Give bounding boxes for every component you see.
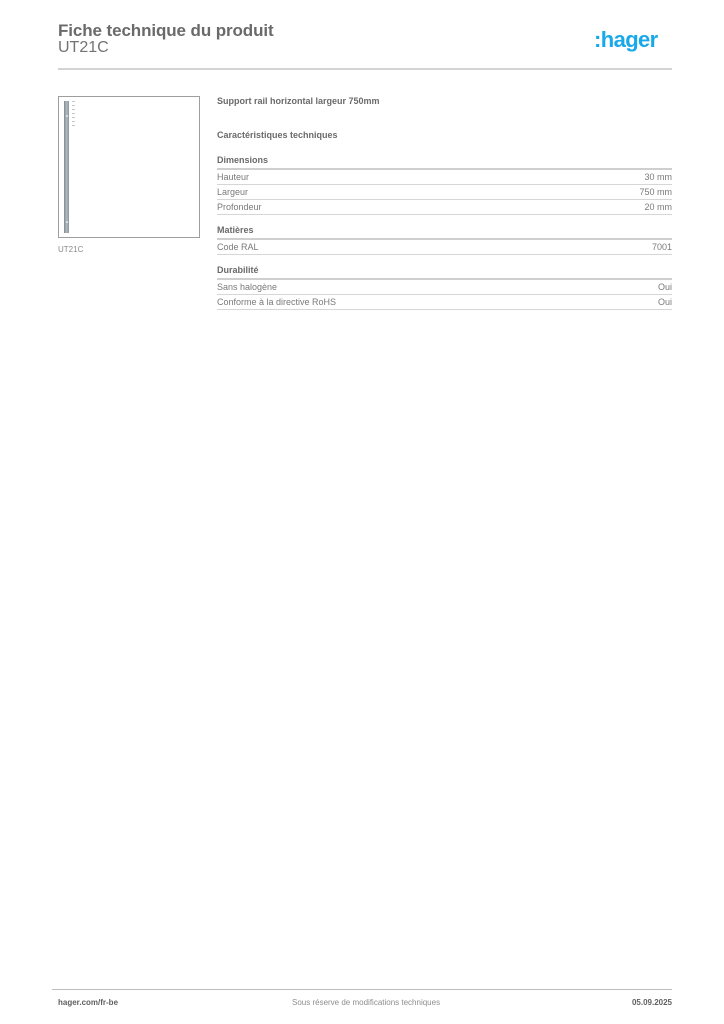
product-image	[58, 96, 200, 238]
spec-value: 750 mm	[639, 187, 672, 197]
spec-label: Code RAL	[217, 242, 259, 252]
spec-label: Sans halogène	[217, 282, 278, 292]
scale-tick	[72, 125, 75, 126]
spec-content: Support rail horizontal largeur 750mm Ca…	[217, 96, 672, 310]
spec-label: Profondeur	[217, 202, 262, 212]
scale-tick	[72, 109, 75, 110]
footer-date: 05.09.2025	[631, 998, 672, 1007]
product-description: Support rail horizontal largeur 750mm	[217, 96, 380, 106]
spec-value: Oui	[657, 297, 672, 307]
spec-label: Largeur	[217, 187, 249, 197]
scale-tick	[72, 117, 75, 118]
spec-group-dimensions: Dimensions Hauteur 30 mm Largeur 750 mm …	[217, 155, 672, 215]
product-code: UT21C	[58, 39, 109, 56]
spec-value: Oui	[657, 282, 672, 292]
spec-row: Profondeur 20 mm	[217, 200, 672, 215]
rail-graphic-icon	[64, 101, 69, 233]
group-title: Dimensions	[217, 155, 672, 170]
footer-website-link[interactable]: hager.com/fr-be	[58, 998, 119, 1007]
scale-tick	[72, 121, 75, 122]
spec-row: Code RAL 7001	[217, 240, 672, 255]
scale-tick	[72, 113, 75, 114]
image-caption: UT21C	[58, 245, 84, 254]
group-title: Durabilité	[217, 265, 672, 280]
spec-row: Hauteur 30 mm	[217, 170, 672, 185]
scale-tick	[72, 101, 75, 102]
spec-label: Conforme à la directive RoHS	[217, 297, 337, 307]
section-title: Caractéristiques techniques	[217, 130, 338, 140]
spec-value: 7001	[651, 242, 672, 252]
spec-group-durability: Durabilité Sans halogène Oui Conforme à …	[217, 265, 672, 310]
header-divider	[58, 68, 672, 70]
spec-label: Hauteur	[217, 172, 250, 182]
rail-hole-icon	[65, 115, 68, 117]
rail-hole-icon	[65, 221, 68, 223]
footer-divider	[52, 989, 672, 990]
spec-row: Conforme à la directive RoHS Oui	[217, 295, 672, 310]
page-title: Fiche technique du produit	[58, 21, 274, 40]
spec-value: 20 mm	[644, 202, 672, 212]
spec-row: Largeur 750 mm	[217, 185, 672, 200]
hager-logo: :hager	[594, 27, 658, 52]
spec-row: Sans halogène Oui	[217, 280, 672, 295]
footer-disclaimer: Sous réserve de modifications techniques	[292, 998, 441, 1007]
group-title: Matières	[217, 225, 672, 240]
spec-value: 30 mm	[644, 172, 672, 182]
spec-group-materials: Matières Code RAL 7001	[217, 225, 672, 255]
scale-tick	[72, 105, 75, 106]
